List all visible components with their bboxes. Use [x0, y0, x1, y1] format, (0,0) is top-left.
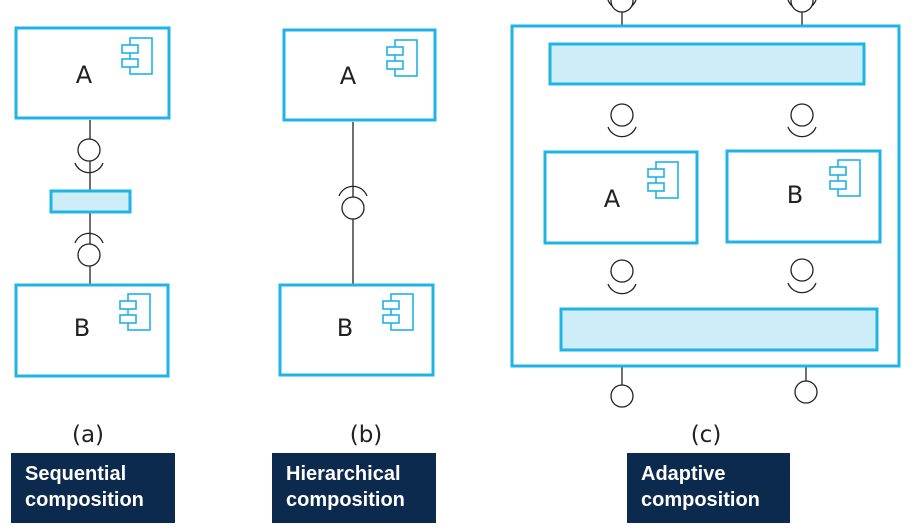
provided-interface-ball: [790, 258, 814, 282]
connector-bar[interactable]: [49, 189, 132, 214]
component-b-label: B: [337, 314, 353, 342]
provided-interface-ball: [610, 0, 634, 13]
provided-interface-ball: [341, 196, 365, 220]
caption-adaptive-composition: Adaptive composition: [627, 453, 790, 523]
caption-line: Hierarchical: [286, 463, 401, 485]
sublabel-b: (b): [350, 422, 383, 448]
required-interface-socket: [787, 126, 817, 138]
required-interface-socket: [74, 162, 104, 174]
component-a-label: A: [340, 62, 357, 90]
provided-interface-ball: [610, 259, 634, 283]
caption-line: Sequential: [25, 463, 127, 485]
sublabel-c: (c): [691, 422, 722, 448]
provided-interface-ball: [610, 384, 634, 408]
required-interface-socket: [338, 185, 368, 197]
provided-interface-ball: [790, 103, 814, 127]
caption-hierarchical-composition: Hierarchical composition: [272, 453, 436, 523]
sublabel-a: (a): [72, 422, 104, 448]
caption-line: composition: [25, 489, 144, 511]
component-a-label: A: [76, 61, 93, 89]
diagram-c-adaptive: A B (c): [510, 0, 901, 448]
caption-line: Adaptive: [641, 463, 726, 485]
provided-interface-ball: [77, 243, 101, 267]
required-interface-socket: [74, 232, 104, 244]
provided-interface-ball: [794, 380, 818, 404]
caption-line: composition: [286, 489, 405, 511]
caption-line: composition: [641, 489, 760, 511]
diagram-a-sequential: A B (a): [14, 26, 171, 448]
provided-interface-ball: [77, 138, 101, 162]
provided-interface-ball: [610, 103, 634, 127]
component-b-label: B: [787, 181, 803, 209]
required-interface-socket: [787, 282, 817, 294]
required-interface-socket: [607, 283, 637, 295]
required-interface-socket: [607, 126, 637, 138]
top-connector-bar[interactable]: [548, 42, 866, 86]
caption-sequential-composition: Sequential composition: [11, 453, 175, 523]
component-b-label: B: [74, 314, 90, 342]
bottom-connector-bar[interactable]: [559, 307, 879, 352]
diagram-b-hierarchical: A B (b): [278, 28, 437, 448]
component-a-label: A: [604, 185, 621, 213]
provided-interface-ball: [790, 0, 814, 13]
